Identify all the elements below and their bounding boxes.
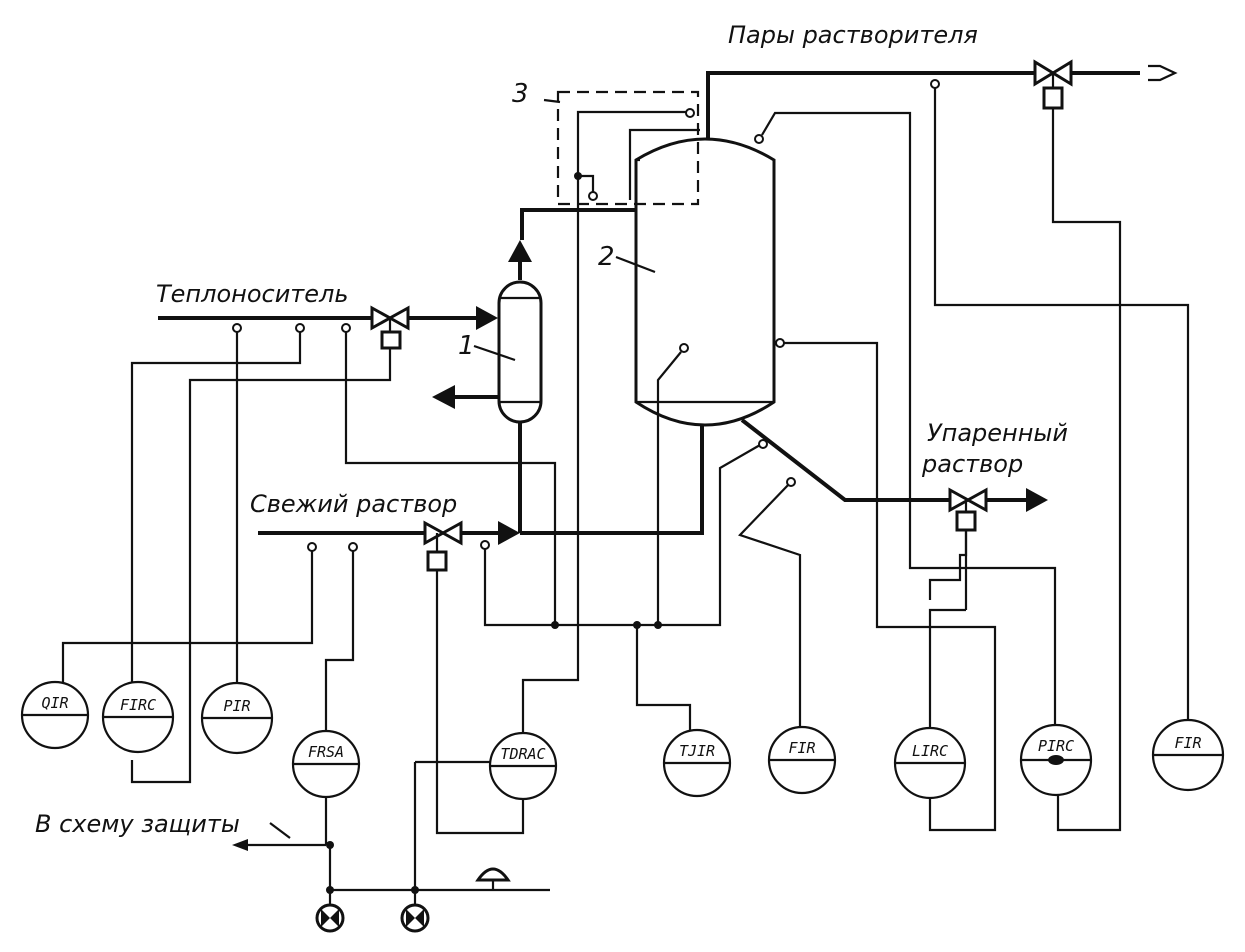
number-heater: 1 (458, 331, 475, 361)
heater-vessel (497, 280, 543, 424)
svg-text:QIR: QIR (41, 694, 68, 712)
instrument-fir-right: FIR (1151, 718, 1225, 792)
instrument-tdrac: TDRAC (488, 731, 558, 801)
svg-text:FRSA: FRSA (308, 743, 344, 761)
instrument-frsa: FRSA (291, 729, 361, 799)
signal-lines (61, 79, 1190, 905)
valve-evaporated-solution (948, 487, 988, 532)
label-heat-carrier: Теплоноситель (156, 280, 349, 308)
svg-text:LIRC: LIRC (912, 742, 948, 760)
label-fresh-solution: Свежий раствор (250, 490, 457, 518)
evaporator-vessel (634, 137, 776, 427)
svg-text:FIR: FIR (788, 739, 815, 757)
valve-fresh-solution (423, 520, 463, 572)
instrument-pirc: PIRC (1019, 723, 1093, 797)
instrument-lirc: LIRC (893, 726, 967, 800)
instrument-pir: PIR (200, 681, 274, 755)
protection-actuator-1 (315, 903, 345, 933)
number-evaporator: 2 (598, 242, 615, 272)
label-protection-scheme: В схему защиты (35, 810, 240, 838)
label-evaporated-line2: раствор (921, 450, 1023, 478)
label-solvent-vapors: Пары растворителя (728, 21, 978, 49)
svg-text:PIR: PIR (223, 697, 250, 715)
valve-solvent-vapors (1033, 59, 1073, 110)
svg-text:PIRC: PIRC (1038, 737, 1074, 755)
number-block: 3 (512, 79, 529, 109)
process-lines (158, 64, 1178, 545)
block-3-dashed (543, 90, 700, 206)
instrument-firc: FIRC (101, 680, 175, 754)
instrument-qir: QIR (20, 680, 90, 750)
valve-heat-carrier (370, 305, 410, 350)
instrument-fir-mid: FIR (767, 725, 837, 795)
svg-text:FIRC: FIRC (120, 696, 156, 714)
svg-text:FIR: FIR (1174, 734, 1201, 752)
svg-text:TDRAC: TDRAC (500, 745, 545, 763)
svg-text:TJIR: TJIR (679, 742, 715, 760)
label-evaporated-line1: Упаренный (927, 419, 1068, 447)
protection-actuator-2 (400, 903, 430, 933)
instrument-tjir: TJIR (662, 728, 732, 798)
